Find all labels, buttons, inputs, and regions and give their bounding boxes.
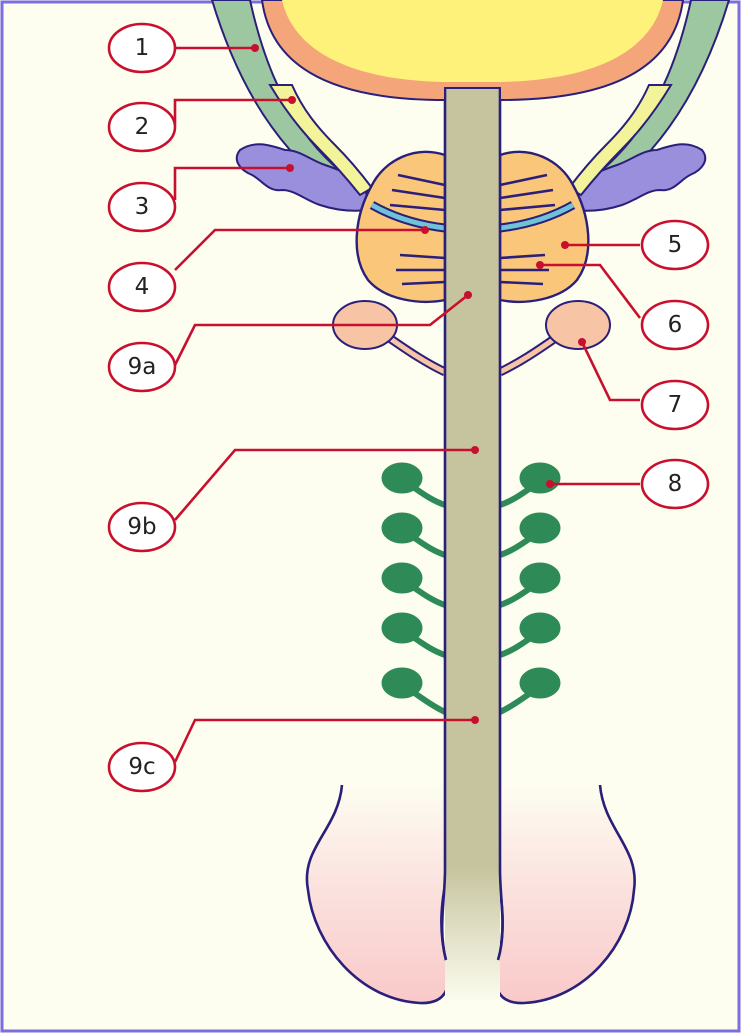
svg-text:3: 3 [135, 194, 150, 220]
svg-text:1: 1 [135, 35, 150, 61]
svg-text:5: 5 [668, 232, 683, 258]
svg-text:2: 2 [135, 114, 150, 140]
svg-text:9c: 9c [128, 754, 155, 780]
svg-text:8: 8 [668, 471, 683, 497]
label-4: 4 [109, 263, 175, 311]
label-9a: 9a [109, 343, 175, 391]
label-1: 1 [109, 24, 175, 72]
label-9b: 9b [109, 503, 175, 551]
label-6: 6 [642, 301, 708, 349]
urethra [442, 88, 502, 1003]
svg-text:9b: 9b [127, 514, 156, 540]
svg-text:9a: 9a [128, 354, 157, 380]
label-2: 2 [109, 103, 175, 151]
label-5: 5 [642, 221, 708, 269]
label-7: 7 [642, 381, 708, 429]
svg-text:6: 6 [668, 312, 683, 338]
svg-text:4: 4 [135, 274, 150, 300]
label-9c: 9c [109, 743, 175, 791]
svg-text:7: 7 [668, 392, 683, 418]
label-8: 8 [642, 460, 708, 508]
label-3: 3 [109, 183, 175, 231]
